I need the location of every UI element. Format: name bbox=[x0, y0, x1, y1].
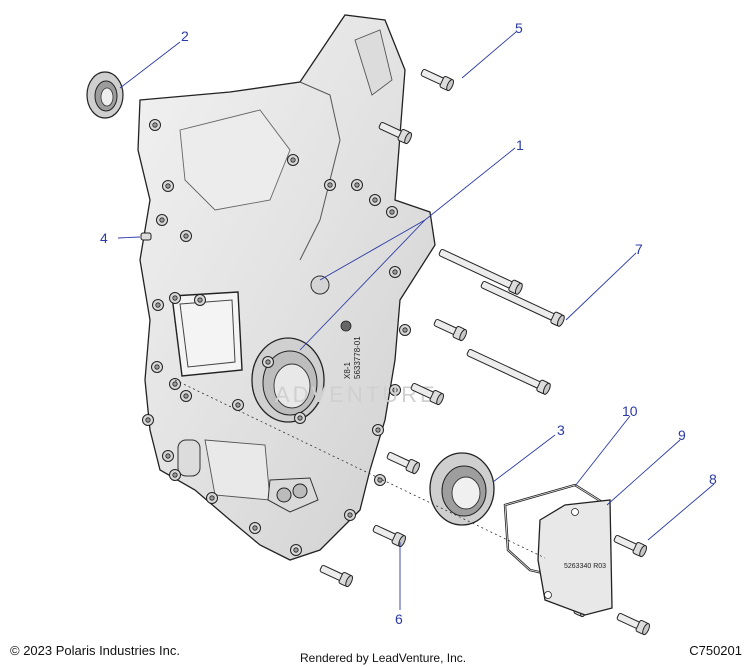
callout-6: 6 bbox=[395, 611, 403, 627]
callout-5: 5 bbox=[515, 20, 523, 36]
callout-4: 4 bbox=[100, 230, 108, 246]
callout-7: 7 bbox=[635, 241, 643, 257]
cover-plate-part-9: 5263340 R03 bbox=[537, 499, 613, 616]
dowel-pin-part-4 bbox=[140, 232, 152, 241]
plate-marking: 5263340 R03 bbox=[564, 563, 606, 570]
diagram-id: C750201 bbox=[689, 643, 742, 658]
seal-part-2 bbox=[86, 71, 124, 119]
alignment-line bbox=[174, 379, 546, 559]
callout-1: 1 bbox=[516, 137, 524, 153]
callout-9: 9 bbox=[678, 427, 686, 443]
long-bolts-part-7 bbox=[436, 246, 567, 396]
leader-lines bbox=[117, 31, 715, 610]
timing-cover: X8-1 5633778-01 bbox=[137, 14, 436, 561]
callout-8: 8 bbox=[709, 471, 717, 487]
cover-marking-line1: X8-1 bbox=[343, 362, 352, 379]
copyright-text: © 2023 Polaris Industries Inc. bbox=[10, 643, 180, 658]
callout-2: 2 bbox=[181, 28, 189, 44]
rendered-by-text: Rendered by LeadVenture, Inc. bbox=[300, 651, 467, 665]
callout-10: 10 bbox=[622, 403, 638, 419]
watermark: ADVENTURE bbox=[275, 382, 438, 407]
seal-part-3 bbox=[429, 452, 495, 526]
callout-3: 3 bbox=[557, 422, 565, 438]
cover-marking-line2: 5633778-01 bbox=[353, 336, 362, 379]
